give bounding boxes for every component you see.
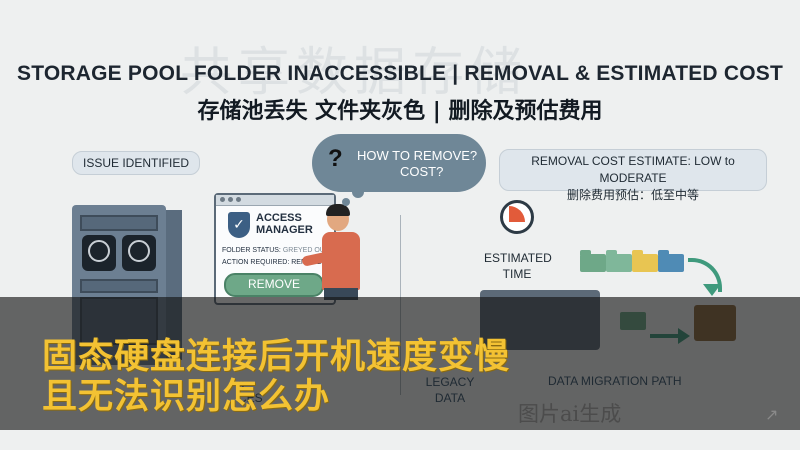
access-manager-window: ✓ ACCESS MANAGER FOLDER STATUS: GREYED O… — [214, 193, 336, 305]
issue-identified-label: ISSUE IDENTIFIED — [72, 151, 201, 175]
server-top-bay — [80, 215, 158, 231]
folder-status-value: GREYED OUT — [282, 247, 330, 254]
stopwatch-icon — [500, 200, 534, 234]
legacy-data-line2: DATA — [434, 391, 466, 405]
window-dot-icon — [236, 197, 241, 202]
thought-line2: COST? — [400, 164, 444, 179]
title-english: STORAGE POOL FOLDER INACCESSIBLE | REMOV… — [17, 62, 783, 85]
server-bay — [80, 279, 158, 293]
cost-estimate-label: REMOVAL COST ESTIMATE: LOW to MODERATE 删… — [499, 149, 767, 202]
window-dot-icon — [228, 197, 233, 202]
remove-button[interactable]: REMOVE — [224, 273, 324, 297]
window-titlebar — [216, 195, 334, 206]
folder-status-label: FOLDER STATUS: — [222, 247, 281, 254]
folder-icon — [606, 250, 632, 272]
folder-icon — [632, 250, 658, 272]
arrow-down-icon — [703, 284, 721, 296]
person-hair — [326, 204, 350, 216]
partial-label: IL CES — [238, 380, 263, 404]
legacy-data-line1: LEGACY — [425, 375, 475, 389]
access-manager-title: ACCESS MANAGER — [256, 212, 313, 236]
estimated-time-line2: TIME — [502, 267, 532, 281]
caption-line1: 固态硬盘连接后开机速度变慢 — [42, 337, 511, 377]
watermark-arrow-icon: ↗ — [765, 407, 779, 424]
access-manager-title-line1: ACCESS — [256, 212, 302, 224]
window-dot-icon — [220, 197, 225, 202]
estimated-time-label: ESTIMATED TIME — [484, 250, 552, 282]
thought-line1: HOW TO REMOVE? — [357, 148, 478, 163]
caption-line2: 且无法识别怎么办 — [42, 377, 331, 417]
folder-status-row: FOLDER STATUS: GREYED OUT — [222, 247, 329, 254]
folder-icon — [580, 250, 606, 272]
title-chinese: 存储池丢失 文件夹灰色 | 删除及预估费用 — [197, 99, 603, 124]
partial-label-line2: CES — [238, 391, 263, 405]
ai-watermark: 图片ai生成 — [518, 402, 622, 426]
background-watermark-text: 共享数据存储 — [180, 43, 529, 103]
data-migration-path-label: DATA MIGRATION PATH — [548, 374, 682, 388]
person-torso — [322, 232, 360, 290]
disk-icon-left — [82, 235, 116, 271]
thought-bubble: ? HOW TO REMOVE? COST? — [312, 134, 486, 192]
thought-puff — [342, 198, 350, 206]
access-manager-title-line2: MANAGER — [256, 224, 313, 236]
caption-overlay — [0, 297, 800, 430]
partial-label-line1: IL — [238, 379, 249, 393]
action-required-label: ACTION REQUIRED: — [222, 259, 290, 266]
question-mark-icon: ? — [328, 145, 343, 172]
cost-estimate-chinese: 删除费用预估：低至中等 — [566, 188, 699, 202]
cost-estimate-english: REMOVAL COST ESTIMATE: LOW to MODERATE — [531, 154, 735, 185]
folder-icon — [658, 250, 684, 272]
disk-icon-right — [122, 235, 156, 271]
shield-check-icon: ✓ — [228, 212, 250, 238]
estimated-time-line1: ESTIMATED — [484, 251, 552, 265]
legacy-data-label: LEGACY DATA — [418, 374, 482, 406]
